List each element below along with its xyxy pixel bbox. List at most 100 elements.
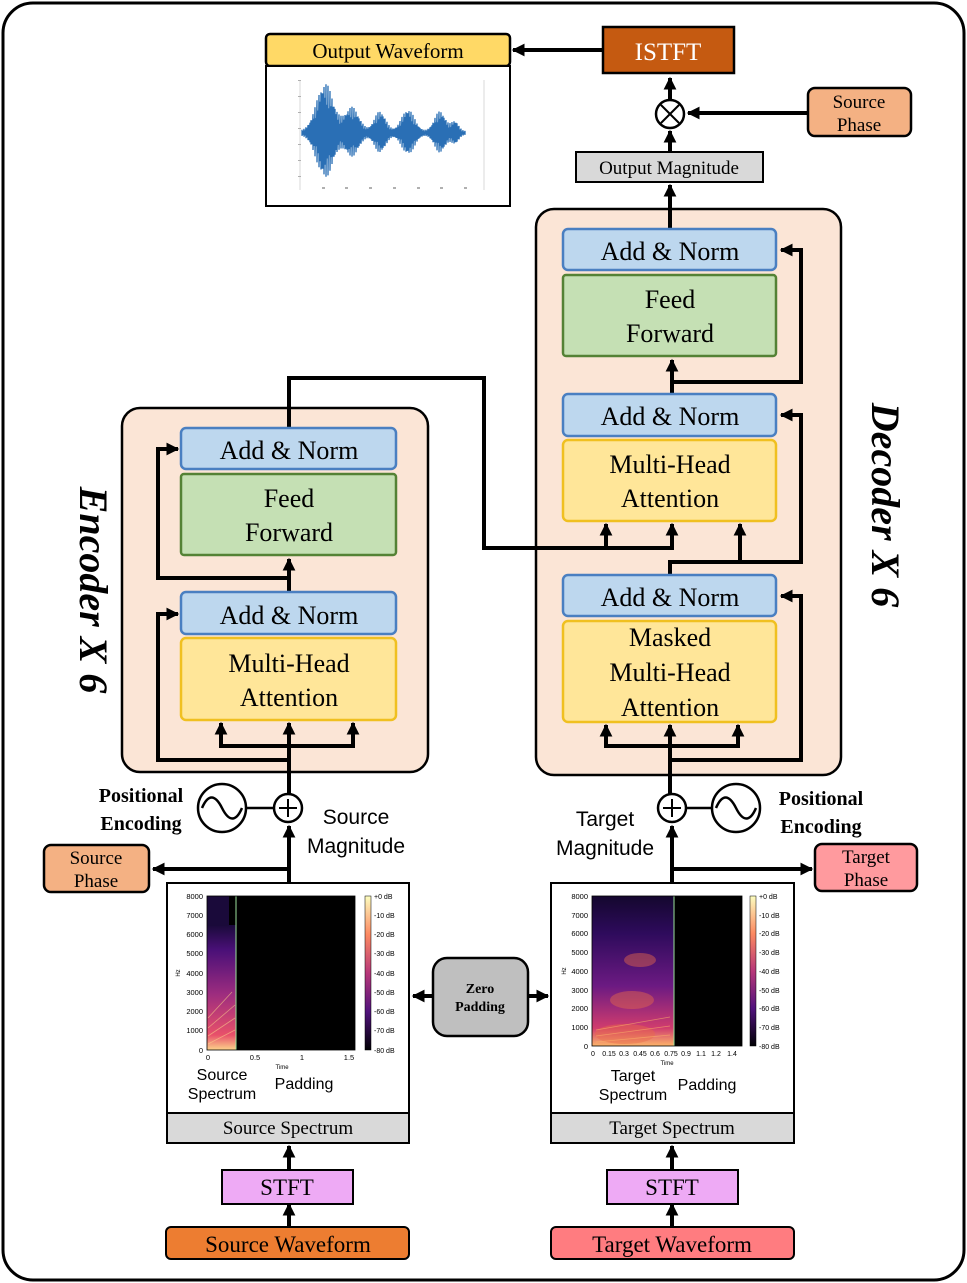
right-add-node: [656, 792, 688, 824]
svg-text:8000: 8000: [186, 892, 203, 901]
svg-text:0.5: 0.5: [250, 1053, 260, 1062]
target-spectrogram-energy: [592, 896, 674, 1046]
svg-text:Multi-Head: Multi-Head: [228, 649, 349, 678]
left-positional-encoding-line2: Encoding: [100, 813, 181, 835]
svg-text:8000: 8000: [571, 892, 588, 901]
svg-text:STFT: STFT: [260, 1175, 314, 1200]
source-padding-caption: Padding: [275, 1076, 334, 1093]
encoder-add-norm-top: Add & Norm: [179, 426, 398, 471]
svg-text:Feed: Feed: [645, 285, 696, 314]
source-phase-top-line1: Source: [833, 92, 886, 113]
target-magnitude-line1: Target: [576, 808, 635, 831]
svg-text:Forward: Forward: [626, 319, 714, 348]
multiply-node: [654, 98, 686, 130]
svg-text:Forward: Forward: [245, 518, 333, 547]
svg-text:Add & Norm: Add & Norm: [601, 402, 740, 431]
svg-text:0: 0: [206, 1053, 210, 1062]
svg-text:STFT: STFT: [645, 1175, 699, 1200]
source-spectrum-caption-line2: Spectrum: [188, 1086, 256, 1103]
svg-text:+0 dB: +0 dB: [374, 894, 393, 901]
svg-text:6000: 6000: [571, 929, 588, 938]
svg-text:0: 0: [199, 1046, 203, 1055]
svg-text:Phase: Phase: [844, 870, 888, 891]
svg-text:-60 dB: -60 dB: [759, 1006, 780, 1013]
zero-padding-box: Zero Padding: [431, 956, 530, 1038]
svg-text:-10 dB: -10 dB: [759, 913, 780, 920]
source-spectrum-caption-line1: Source: [197, 1067, 248, 1084]
decoder-masked-attention: Masked Multi-Head Attention: [561, 619, 778, 724]
svg-text:Hz: Hz: [562, 967, 568, 974]
source-magnitude-line2: Magnitude: [307, 835, 405, 858]
svg-text:-60 dB: -60 dB: [374, 1009, 395, 1016]
svg-text:Hz: Hz: [176, 969, 182, 976]
source-y-ticks: 8000 7000 6000 5000 4000 3000 2000 1000 …: [186, 892, 203, 1055]
svg-text:0.3: 0.3: [619, 1051, 629, 1058]
svg-text:-10 dB: -10 dB: [374, 913, 395, 920]
svg-text:Target: Target: [842, 847, 891, 868]
target-waveform-box: Target Waveform: [550, 1226, 795, 1260]
svg-text:Multi-Head: Multi-Head: [609, 450, 730, 479]
svg-text:2000: 2000: [571, 1004, 588, 1013]
svg-text:Phase: Phase: [74, 871, 118, 892]
svg-text:1.1: 1.1: [696, 1051, 706, 1058]
output-waveform-panel: Output Waveform: [264, 32, 512, 207]
svg-text:Attention: Attention: [621, 693, 719, 722]
svg-text:5000: 5000: [186, 949, 203, 958]
istft-box: ISTFT: [601, 25, 736, 75]
svg-text:Add & Norm: Add & Norm: [220, 436, 359, 465]
source-spectrum-panel: 8000 7000 6000 5000 4000 3000 2000 1000 …: [166, 882, 410, 1144]
svg-text:0.15: 0.15: [602, 1051, 616, 1058]
target-spectrum-label: Target Spectrum: [609, 1118, 735, 1139]
svg-text:6000: 6000: [186, 930, 203, 939]
target-stft-box: STFT: [606, 1169, 739, 1205]
svg-text:Time: Time: [275, 1065, 289, 1071]
svg-text:Attention: Attention: [240, 683, 338, 712]
decoder-feed-forward: Feed Forward: [561, 273, 778, 358]
svg-text:0.45: 0.45: [633, 1051, 647, 1058]
source-magnitude-line1: Source: [323, 806, 390, 829]
source-phase-top: Source Phase: [806, 86, 913, 138]
target-spectrum-panel: 8000 7000 6000 5000 4000 3000 2000 1000 …: [550, 882, 795, 1144]
svg-text:1.5: 1.5: [344, 1053, 354, 1062]
target-padding-caption: Padding: [678, 1077, 737, 1094]
svg-text:-30 dB: -30 dB: [374, 951, 395, 958]
svg-text:-40 dB: -40 dB: [374, 971, 395, 978]
svg-text:+0 dB: +0 dB: [759, 894, 778, 901]
svg-text:-40 dB: -40 dB: [759, 969, 780, 976]
right-positional-encoding-line1: Positional: [779, 788, 864, 810]
target-phase-right: Target Phase: [813, 842, 919, 893]
target-spectrum-caption-line2: Spectrum: [599, 1087, 667, 1104]
decoder-add-norm-top: Add & Norm: [561, 227, 778, 272]
svg-text:Masked: Masked: [629, 623, 711, 652]
svg-text:0.75: 0.75: [664, 1051, 678, 1058]
svg-text:5000: 5000: [571, 948, 588, 957]
svg-text:3000: 3000: [186, 988, 203, 997]
svg-text:-50 dB: -50 dB: [759, 988, 780, 995]
output-magnitude-label: Output Magnitude: [599, 158, 739, 179]
svg-text:4000: 4000: [186, 969, 203, 978]
source-phase-top-line2: Phase: [837, 115, 881, 136]
svg-text:Zero: Zero: [466, 982, 495, 997]
svg-text:Time: Time: [660, 1061, 674, 1067]
svg-text:0: 0: [591, 1051, 595, 1058]
encoder-label: Encoder X 6: [71, 486, 116, 694]
target-db-ticks: +0 dB -10 dB -20 dB -30 dB -40 dB -50 dB…: [759, 894, 780, 1051]
target-spectrum-caption-line1: Target: [611, 1068, 656, 1085]
encoder-add-norm-bottom: Add & Norm: [179, 590, 398, 636]
svg-text:0: 0: [584, 1042, 588, 1051]
source-db-ticks: +0 dB -10 dB -20 dB -30 dB -40 dB -50 dB…: [374, 894, 395, 1055]
left-sine-icon: [196, 782, 248, 834]
svg-text:-80 dB: -80 dB: [759, 1044, 780, 1051]
source-x-ticks: 0 0.5 1 1.5: [206, 1053, 354, 1062]
svg-text:Add & Norm: Add & Norm: [601, 583, 740, 612]
svg-text:Add & Norm: Add & Norm: [601, 237, 740, 266]
decoder-cross-attention: Multi-Head Attention: [561, 438, 778, 523]
source-spectrum-label: Source Spectrum: [223, 1118, 354, 1139]
istft-label: ISTFT: [635, 39, 702, 66]
svg-text:Feed: Feed: [264, 484, 315, 513]
svg-text:Multi-Head: Multi-Head: [609, 658, 730, 687]
source-phase-left: Source Phase: [42, 843, 151, 894]
svg-text:7000: 7000: [186, 911, 203, 920]
svg-text:-80 dB: -80 dB: [374, 1048, 395, 1055]
target-x-ticks: 0 0.15 0.3 0.45 0.6 0.75 0.9 1.1 1.2 1.4: [591, 1051, 737, 1058]
